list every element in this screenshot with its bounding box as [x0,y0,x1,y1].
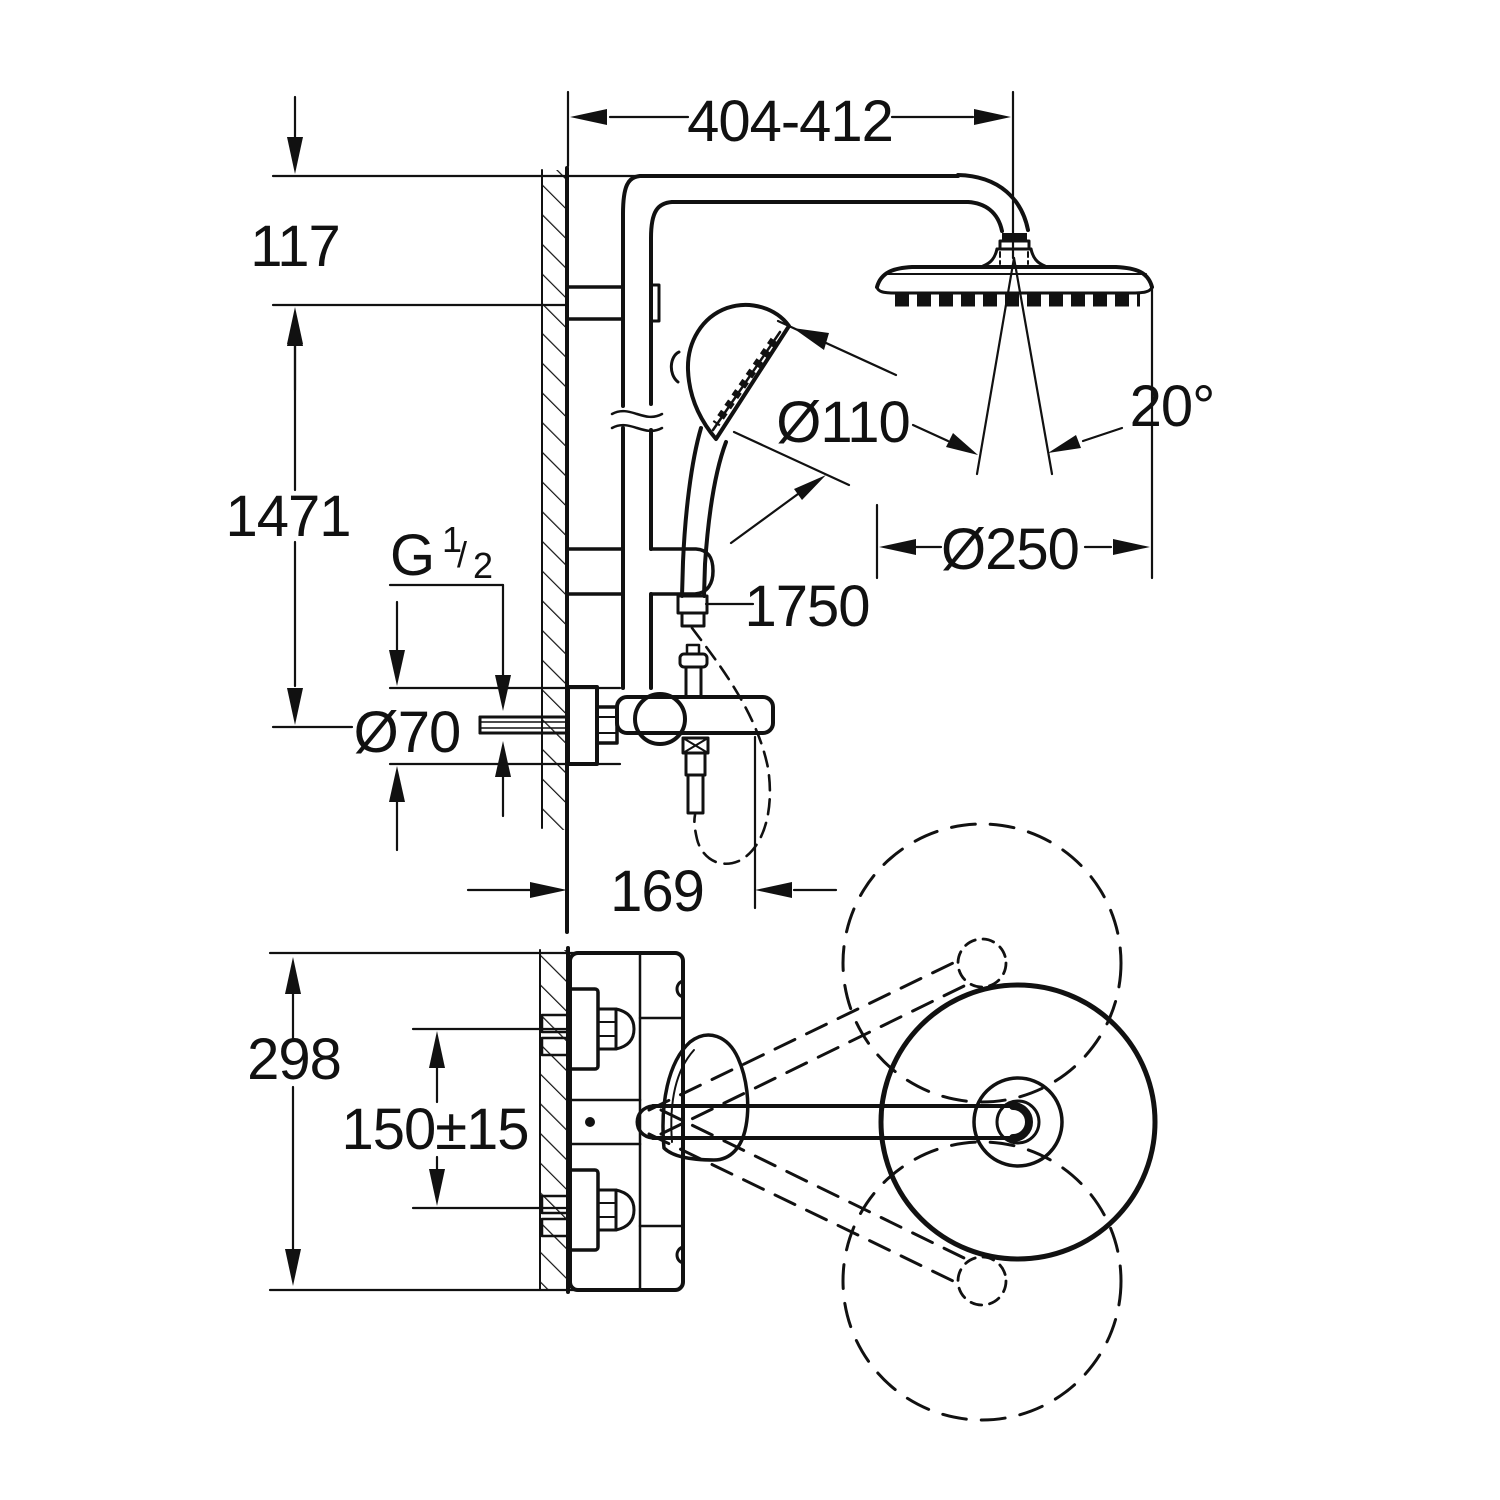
shower-hose [690,626,772,866]
label-mount-height: 1471 [225,484,350,549]
hand-shower-button [669,350,681,384]
dim-thread: G 1 / 2 [388,519,511,818]
upper-bracket-clamp [649,283,661,323]
dim-head-top-offset: 117 [250,95,640,392]
head-hub-outer [972,1076,1064,1168]
label-head-tilt-angle: 20° [1130,374,1215,439]
handle-notch-top [675,979,685,999]
front-view: 404-412 117 1471 [225,89,1215,934]
plan-view: 298 150±15 [247,822,1158,1422]
arm-swivel-dashed [647,961,966,1283]
head-hub-inner [995,1099,1041,1145]
arm-elbow-outer [956,173,1030,232]
dim-plan-overall-depth: 298 [247,951,602,1292]
escutcheon-front [566,685,599,766]
head-shower-plan-circle [878,982,1158,1262]
head-top-outline [875,265,1154,289]
label-spout-projection: 169 [610,859,704,924]
mounting-screw-dot [585,1117,595,1127]
handle-notch-bottom [675,1245,685,1265]
valve-front [478,643,775,815]
label-escutcheon-diameter: Ø70 [354,700,461,765]
upper-wall-bracket [565,285,625,321]
head-shower [875,233,1154,476]
handshower-holder [649,547,715,596]
riser-and-arm [610,173,1030,690]
head-position-down-dashed [841,1140,1123,1422]
valve-body-plan [568,951,685,1292]
supply-stub [478,715,570,735]
dim-arm-reach: 404-412 [566,89,1015,260]
hose-nut [676,594,709,615]
hand-shower-nozzles [712,337,778,427]
arm-tip-cap [1009,1102,1033,1142]
union-nut-front [595,705,619,745]
head-rim [875,285,1154,295]
spray-cone-left-line [975,256,1016,476]
label-head-top-offset: 117 [250,214,339,279]
arm-elbow-inner [966,200,1004,233]
wall-hatch-plan [540,950,568,1290]
arm-and-head-plan [635,982,1158,1262]
dim-head-shower-diameter: Ø250 [875,284,1154,582]
label-head-shower-diameter: Ø250 [941,517,1079,582]
hand-shower-handle [680,426,703,598]
dim-head-tilt-angle: 20° [911,374,1215,455]
label-plan-overall-depth: 298 [247,1027,341,1092]
hand-shower-plan [661,1033,750,1162]
dim-hand-shower-diameter: Ø110 [729,319,911,545]
head-position-up-dashed [841,822,1123,1104]
dim-escutcheon-diameter: Ø70 [354,600,622,852]
head-connector [998,233,1031,251]
inlet-bottom-plan [540,1168,636,1252]
pipe-break-symbol [610,409,664,419]
wall-section-plan [539,946,570,1294]
diverter-knob [678,643,709,699]
head-swivel-positions [647,822,1123,1422]
lower-wall-bracket [565,547,625,596]
dim-mount-height: 1471 [225,309,354,729]
spray-cone-right-line [1012,256,1054,476]
dim-hose-length: 1750 [704,574,871,639]
wall-hatch-front [542,170,567,830]
wall-section-front [541,166,569,934]
label-thread: G 1 / 2 [390,519,492,588]
label-hand-shower-diameter: Ø110 [776,390,910,455]
hose-outlet [681,736,710,815]
label-inlet-spacing: 150±15 [341,1097,528,1162]
hand-shower-head [685,302,791,441]
valve-cartridge-cap [633,692,687,746]
arm-pivot-cap [635,1104,655,1140]
label-hose-length: 1750 [744,574,869,639]
dim-inlet-spacing: 150±15 [341,1027,568,1210]
dim-spout-projection: 169 [466,735,838,924]
label-arm-reach: 404-412 [687,89,893,154]
valve-plan [540,951,685,1292]
inlet-top-plan [540,987,636,1071]
